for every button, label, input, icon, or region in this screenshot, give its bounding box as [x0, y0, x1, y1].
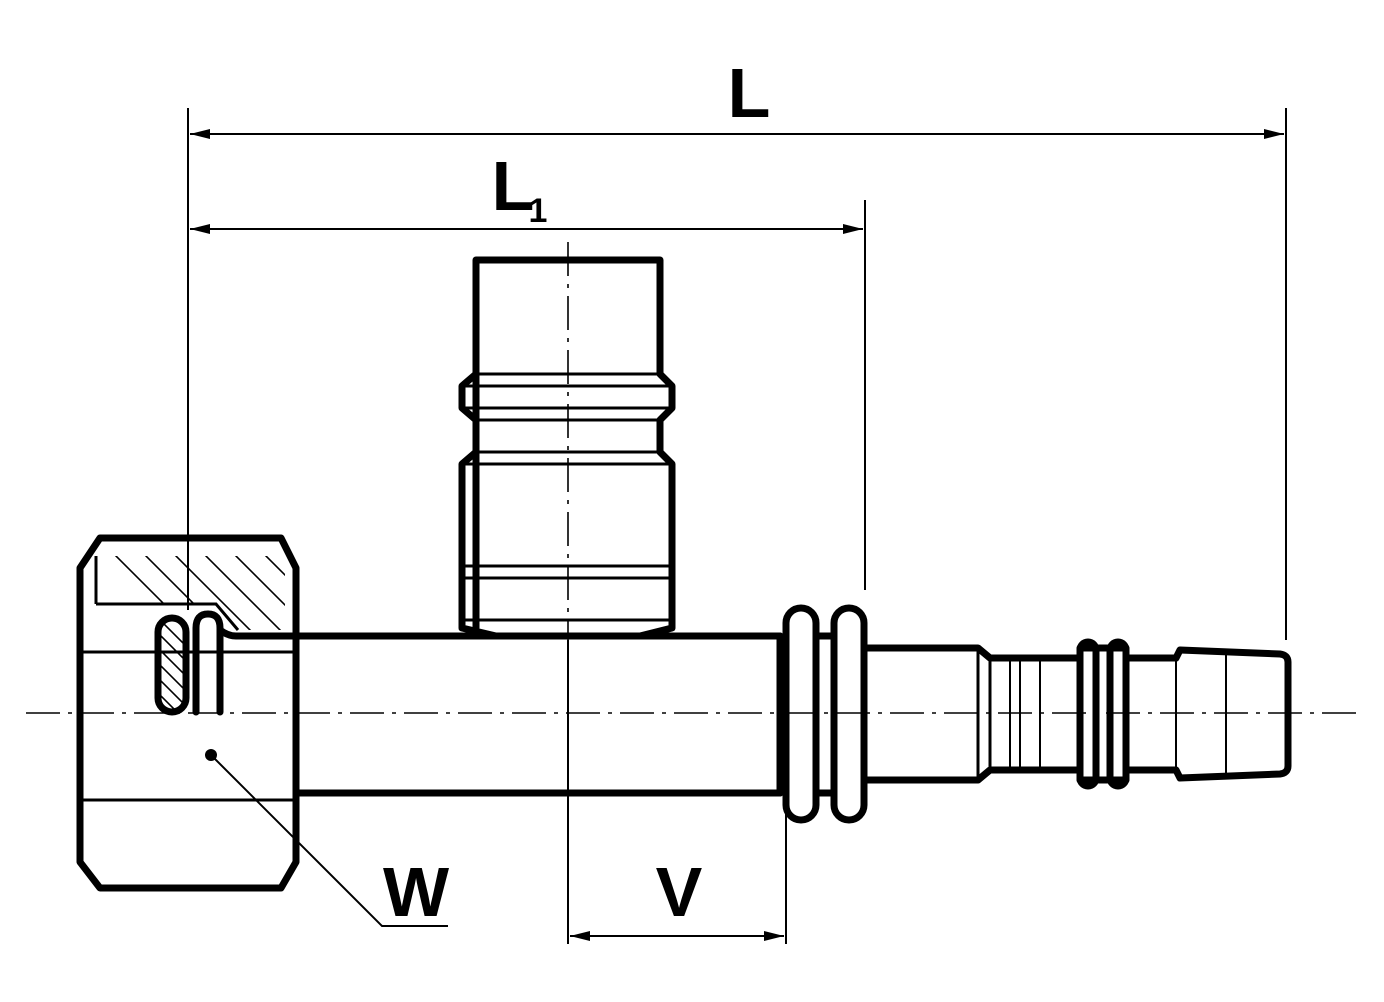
nut-bore-edge	[96, 602, 240, 631]
hex-nut	[76, 534, 300, 892]
label-w: W	[383, 853, 449, 931]
service-port	[458, 256, 676, 640]
hose-barb	[860, 638, 1292, 790]
label-v: V	[656, 853, 703, 931]
leader-w	[205, 749, 448, 927]
label-l: L	[728, 54, 771, 132]
nut-outline	[76, 534, 300, 892]
label-l1-subscript: 1	[529, 192, 548, 230]
o-ring-beads	[782, 604, 868, 824]
tube-body	[216, 626, 784, 797]
collar	[192, 610, 224, 716]
label-l1-main: L	[492, 147, 535, 225]
label-l1: L 1	[492, 147, 548, 230]
port-outline	[458, 256, 676, 640]
